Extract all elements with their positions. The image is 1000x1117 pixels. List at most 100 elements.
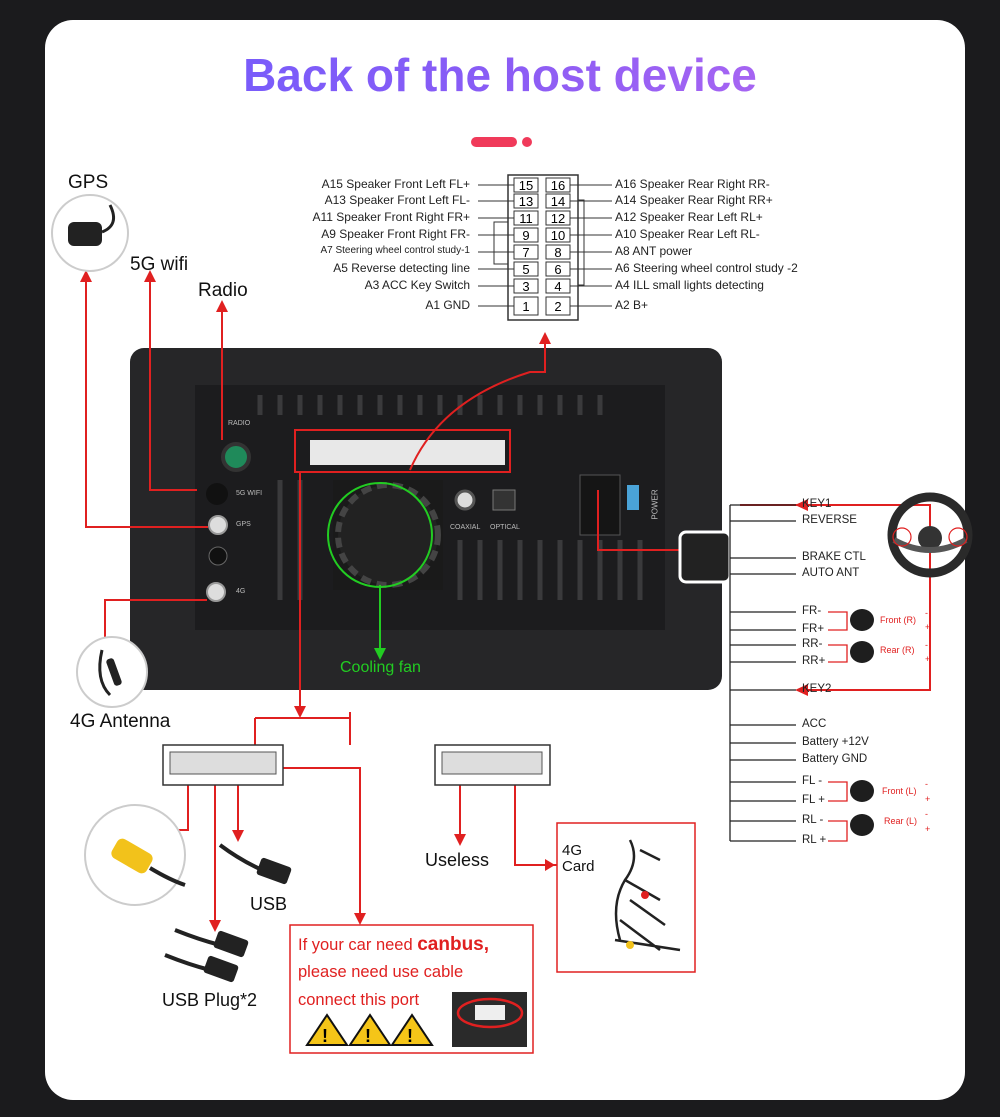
pin-number: 2 [554, 299, 562, 314]
pin-number: 3 [522, 279, 530, 294]
4g-antenna-icon [76, 636, 148, 708]
svg-text:!: ! [407, 1026, 413, 1046]
coaxial-port [454, 489, 476, 511]
steering-wheel-icon [887, 492, 973, 578]
page-title: Back of the host device [0, 48, 1000, 102]
speaker-plus: + [925, 622, 931, 632]
pin-number: 4 [554, 279, 562, 294]
pin-label-right: A6 Steering wheel control study -2 [615, 261, 798, 275]
svg-text:!: ! [365, 1026, 371, 1046]
harness-label: RL + [802, 834, 827, 846]
speaker-minus: - [925, 809, 928, 819]
usb-plug-label: USB Plug*2 [162, 990, 258, 1010]
usb-cable-icon [218, 843, 292, 885]
harness-label: RR- [802, 638, 823, 650]
optical-port [492, 489, 516, 511]
harness-plug [678, 530, 732, 584]
pin-number: 11 [519, 211, 533, 226]
wifi-port [206, 483, 228, 505]
pin-number: 9 [522, 228, 530, 243]
pin-label-left: A3 ACC Key Switch [364, 278, 470, 292]
pin-label-left: A7 Steering wheel control study-1 [320, 245, 470, 256]
harness-label: FL + [802, 794, 825, 806]
speaker-plus: + [925, 794, 931, 804]
harness-label: BRAKE CTL [802, 551, 866, 563]
speaker-plus: + [925, 824, 931, 834]
4g-card-box [556, 822, 696, 973]
cooling-fan-label: Cooling fan [340, 659, 421, 676]
speaker-plus: + [925, 654, 931, 664]
warning-icons: ! ! ! [305, 1013, 434, 1046]
canbus-note-line2: please need use cable [298, 963, 464, 981]
arrowheads [80, 270, 808, 932]
radio-label: Radio [198, 280, 248, 301]
pin-number: 10 [550, 228, 566, 243]
pin-number: 8 [554, 245, 562, 260]
harness-label: KEY1 [802, 498, 832, 510]
harness-label: ACC [802, 718, 827, 730]
head-unit [130, 348, 722, 690]
fan-highlight [327, 482, 433, 588]
aux-connector-right [434, 744, 551, 786]
harness-label: RR+ [802, 655, 826, 667]
device-4g-label: 4G [236, 588, 246, 595]
red-leads [85, 275, 931, 925]
gps-label: GPS [68, 172, 109, 193]
canbus-note-text: If your car need [298, 936, 418, 954]
pin-label-right: A4 ILL small lights detecting [615, 278, 764, 292]
pin-number: 6 [554, 262, 562, 277]
device-gps-label: GPS [236, 521, 251, 528]
pin-number: 1 [522, 299, 530, 314]
harness-label: KEY2 [802, 683, 832, 695]
speaker-minus: - [925, 779, 928, 789]
harness-label: FL - [802, 775, 823, 787]
device-radio-label: RADIO [228, 420, 251, 427]
harness-label: FR+ [802, 623, 825, 635]
pin-label-right: A8 ANT power [615, 244, 693, 258]
fuse [627, 485, 639, 510]
aux-connector-left [162, 744, 284, 786]
harness-label: AUTO ANT [802, 567, 860, 579]
pin-label-left: A15 Speaker Front Left FL+ [321, 177, 470, 191]
speaker-label: Rear (L) [884, 816, 918, 826]
gps-port [208, 515, 228, 535]
pin-label-left: A13 Speaker Front Left FL- [324, 193, 470, 207]
canbus-note-line1: If your car need canbus, [298, 934, 489, 956]
title-dash [471, 137, 517, 147]
rca-camera-plug-icon [84, 804, 186, 906]
speaker-label: Front (L) [882, 786, 917, 796]
svg-text:!: ! [322, 1026, 328, 1046]
speaker-minus: - [925, 608, 928, 618]
usb-plug-x2-icon [164, 928, 249, 983]
pin-label-left: A9 Speaker Front Right FR- [321, 227, 470, 241]
harness-label: RL - [802, 814, 824, 826]
pin-number: 15 [518, 178, 534, 193]
pin-label-left: A1 GND [425, 298, 470, 312]
device-power-label: POWER [650, 489, 660, 520]
device-coaxial-label: COAXIAL [450, 524, 481, 531]
harness-label: FR- [802, 605, 822, 617]
speaker-minus: - [925, 640, 928, 650]
pin-label-right: A2 B+ [615, 298, 649, 312]
useless-label: Useless [425, 850, 490, 870]
speaker-label: Front (R) [880, 615, 916, 625]
title-dot [522, 137, 532, 147]
4g-port [206, 582, 226, 602]
wifi-label: 5G wifi [130, 254, 189, 275]
canbus-keyword: canbus, [417, 934, 490, 955]
main-connector-slot [310, 440, 505, 465]
4g-antenna-label: 4G Antenna [70, 711, 171, 732]
pin-label-left: A5 Reverse detecting line [333, 261, 470, 275]
pin-number: 7 [522, 245, 530, 260]
pin-label-right: A16 Speaker Rear Right RR- [615, 177, 770, 191]
pin-label-left: A11 Speaker Front Right FR+ [312, 210, 470, 224]
canbus-note-line3: connect this port [298, 991, 420, 1009]
device-wifi-label: 5G WIFI [236, 490, 263, 497]
harness-label: Battery +12V [802, 736, 869, 748]
iso-connector [493, 174, 585, 321]
harness-label: REVERSE [802, 514, 857, 526]
4g-cable-harness-icon [614, 839, 681, 952]
harness-label: Battery GND [802, 753, 868, 765]
pin-number: 16 [550, 178, 566, 193]
